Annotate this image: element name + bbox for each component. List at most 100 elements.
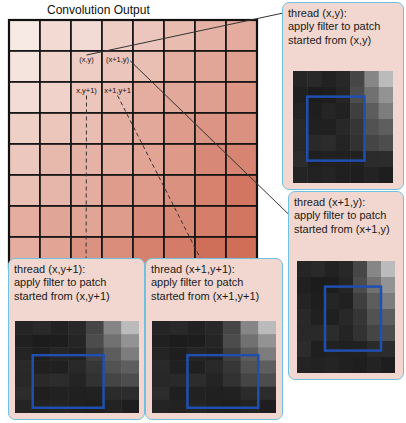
pixel xyxy=(15,321,33,335)
pixel xyxy=(68,334,86,348)
node-heading: Convolution Output xyxy=(47,2,257,18)
pixel xyxy=(381,293,395,310)
pixel xyxy=(379,103,393,120)
node-heading: thread (x,y): xyxy=(288,7,398,20)
dashed-leader xyxy=(118,96,201,259)
pixel xyxy=(325,277,340,294)
pixel xyxy=(85,321,103,335)
pixel xyxy=(85,400,103,413)
pixel xyxy=(170,334,188,348)
convolution-output-grid: Convolution Output(x,y)(x+1,y)x,y+1)x+1,… xyxy=(9,2,257,268)
pixel xyxy=(121,321,139,335)
node-heading: (x,y) xyxy=(79,56,94,64)
pixel xyxy=(307,71,322,88)
output-cell xyxy=(9,113,40,144)
pixel xyxy=(170,374,188,388)
pixel xyxy=(339,309,354,326)
pixel xyxy=(293,167,308,183)
pixel xyxy=(68,400,86,413)
pixel xyxy=(205,387,223,401)
output-cell xyxy=(9,51,40,82)
output-cell xyxy=(164,206,195,237)
image-patch xyxy=(293,71,393,183)
output-cell xyxy=(226,113,257,144)
output-cell xyxy=(40,206,71,237)
pixel xyxy=(322,135,337,152)
pixel xyxy=(241,387,259,401)
pixel xyxy=(297,309,312,326)
pixel xyxy=(307,167,322,183)
dashed-leader xyxy=(86,96,87,259)
output-cell xyxy=(195,51,226,82)
pixel xyxy=(322,87,337,104)
pixel xyxy=(353,261,368,278)
output-cell-label: (x,y) xyxy=(78,55,95,65)
thread-panel: thread (x+1,y):apply filter to patch sta… xyxy=(288,191,404,380)
pixel xyxy=(15,347,33,361)
pixel xyxy=(187,334,205,348)
pixel xyxy=(350,167,365,183)
pixel xyxy=(205,334,223,348)
pixel xyxy=(353,325,368,342)
pixel xyxy=(311,293,326,310)
pixel xyxy=(311,309,326,326)
pixel xyxy=(15,387,33,401)
leader-line xyxy=(87,13,283,55)
node-body: apply filter to patch started from (x+1,… xyxy=(294,209,398,236)
pixel xyxy=(15,400,33,413)
image-patch xyxy=(297,261,395,373)
pixel xyxy=(103,400,121,413)
pixel xyxy=(223,387,241,401)
pixel xyxy=(50,374,68,388)
output-cell xyxy=(164,175,195,206)
pixel xyxy=(381,261,395,278)
pixel xyxy=(15,374,33,388)
output-cell xyxy=(40,144,71,175)
pixel xyxy=(32,334,50,348)
pixel xyxy=(170,400,188,413)
pixel xyxy=(121,347,139,361)
node-heading: x,y+1) xyxy=(76,87,97,95)
pixel xyxy=(367,341,382,358)
output-cell xyxy=(133,113,164,144)
filter-window xyxy=(187,355,258,408)
pixel xyxy=(103,387,121,401)
pixel xyxy=(311,277,326,294)
pixel xyxy=(367,277,382,294)
pixel xyxy=(325,325,340,342)
pixel xyxy=(103,347,121,361)
output-cell xyxy=(102,51,133,82)
pixel xyxy=(339,357,354,373)
pixel xyxy=(297,325,312,342)
output-cell xyxy=(102,175,133,206)
pixel xyxy=(32,374,50,388)
filter-window xyxy=(307,97,364,161)
pixel xyxy=(364,71,379,88)
pixel xyxy=(103,334,121,348)
node-heading: x+1,y+1 xyxy=(104,87,131,95)
pixel xyxy=(50,387,68,401)
output-cell xyxy=(133,51,164,82)
pixel xyxy=(103,321,121,335)
pixel xyxy=(381,309,395,326)
node-heading: thread (x+1,y): xyxy=(294,196,398,209)
pixel xyxy=(187,360,205,374)
output-cell xyxy=(102,206,133,237)
pixel xyxy=(353,341,368,358)
pixel xyxy=(379,119,393,136)
output-cell-label: x+1,y+1 xyxy=(103,86,132,96)
pixel xyxy=(152,321,170,335)
pixel xyxy=(241,360,259,374)
output-cell xyxy=(164,144,195,175)
pixel xyxy=(336,135,351,152)
pixel xyxy=(32,360,50,374)
filter-window xyxy=(325,287,381,351)
pixel xyxy=(307,119,322,136)
pixel xyxy=(379,151,393,168)
pixel xyxy=(381,341,395,358)
pixel xyxy=(339,325,354,342)
pixel xyxy=(322,71,337,88)
pixel xyxy=(322,103,337,120)
pixel xyxy=(339,341,354,358)
output-cell xyxy=(133,175,164,206)
